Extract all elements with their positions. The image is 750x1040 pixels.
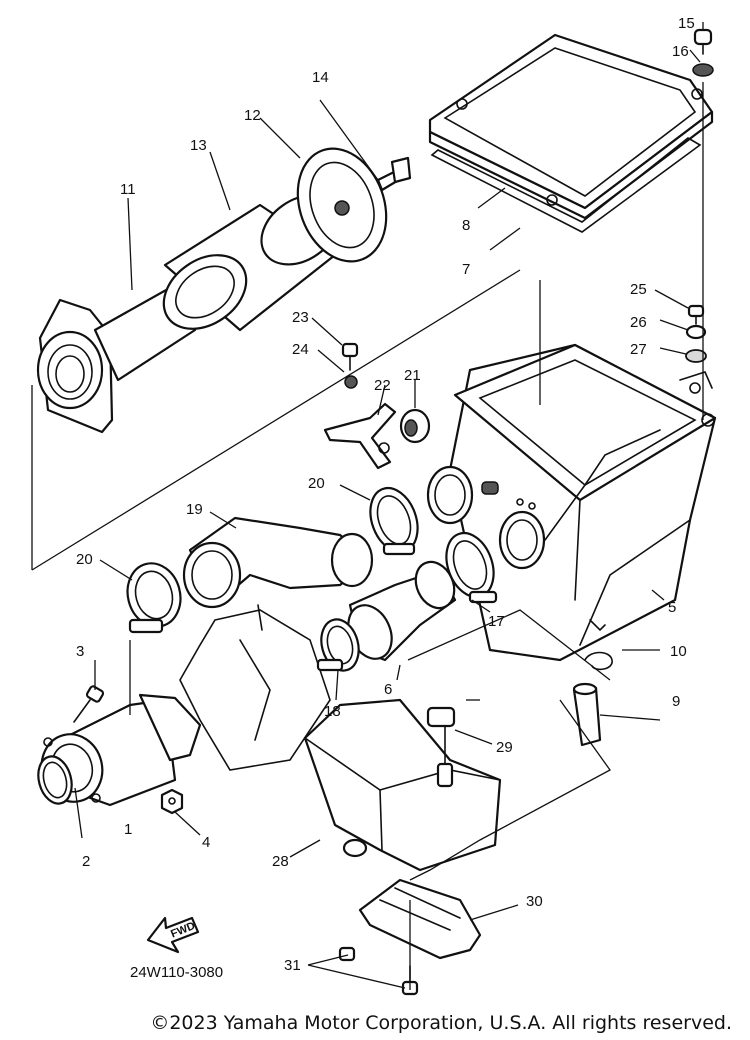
callouts: 1 2 3 4 5 6 7 8 9 10 11 12 13 14 15 16 1… <box>76 15 695 974</box>
callout-24[interactable]: 24 <box>292 341 309 358</box>
callout-7[interactable]: 7 <box>462 261 470 278</box>
callout-27[interactable]: 27 <box>630 341 647 358</box>
bolt-23[interactable] <box>341 342 359 371</box>
callout-18[interactable]: 18 <box>324 703 341 720</box>
callout-6[interactable]: 6 <box>384 681 392 698</box>
filter-cap[interactable] <box>283 136 402 274</box>
hose-clamp-20-right[interactable] <box>362 481 426 558</box>
joint-19[interactable] <box>182 516 374 609</box>
bracket-30[interactable] <box>358 878 482 960</box>
air-box-cover[interactable] <box>428 33 714 220</box>
callout-26[interactable]: 26 <box>630 314 647 331</box>
callout-17[interactable]: 17 <box>488 613 505 630</box>
callout-31[interactable]: 31 <box>284 957 301 974</box>
callout-4[interactable]: 4 <box>202 834 210 851</box>
callout-20-right[interactable]: 20 <box>308 475 325 492</box>
o-ring-2[interactable] <box>33 753 76 808</box>
callout-8[interactable]: 8 <box>462 217 470 234</box>
callout-11[interactable]: 11 <box>120 181 136 198</box>
assembly-lines <box>31 82 704 990</box>
callout-12[interactable]: 12 <box>244 107 261 124</box>
bolt-3[interactable] <box>73 685 105 723</box>
callout-22[interactable]: 22 <box>374 377 391 394</box>
callout-21[interactable]: 21 <box>404 367 421 384</box>
parts-diagram: FWD 24W110-3080 1 2 3 4 5 6 7 8 9 10 11 … <box>31 15 717 996</box>
screw-31a[interactable] <box>338 946 356 962</box>
drain-hose-9[interactable] <box>572 682 602 747</box>
drawing-number: 24W110-3080 <box>130 964 223 981</box>
callout-23[interactable]: 23 <box>292 309 309 326</box>
callout-10[interactable]: 10 <box>670 643 687 660</box>
washer-27[interactable] <box>685 349 707 363</box>
washer-26[interactable] <box>685 324 707 340</box>
air-cleaner-case[interactable] <box>426 343 717 662</box>
callout-13[interactable]: 13 <box>190 137 207 154</box>
forward-arrow-icon: FWD <box>146 916 200 954</box>
callout-15[interactable]: 15 <box>678 15 695 32</box>
callout-25[interactable]: 25 <box>630 281 647 298</box>
cover-gasket[interactable] <box>430 137 702 233</box>
hose-clamp-20-left[interactable] <box>121 557 188 634</box>
bolt-25[interactable] <box>687 304 705 325</box>
callout-9[interactable]: 9 <box>672 693 680 710</box>
washer-24[interactable] <box>344 375 358 389</box>
grommet-21[interactable] <box>399 408 431 444</box>
callout-19[interactable]: 19 <box>186 501 203 518</box>
callout-30[interactable]: 30 <box>526 893 543 910</box>
callout-14[interactable]: 14 <box>312 69 329 86</box>
hose-clamp-17[interactable] <box>438 526 502 604</box>
callout-20-left[interactable]: 20 <box>76 551 93 568</box>
callout-29[interactable]: 29 <box>496 739 513 756</box>
leader-lines <box>74 22 704 989</box>
hose-clamp-18[interactable] <box>316 615 364 675</box>
callout-1[interactable]: 1 <box>124 821 132 838</box>
callout-16[interactable]: 16 <box>672 43 689 60</box>
battery-case-28[interactable] <box>303 698 502 872</box>
holder-29[interactable] <box>426 706 456 788</box>
bracket-22[interactable] <box>323 402 397 470</box>
bolt-15[interactable] <box>693 28 713 55</box>
washer-16[interactable] <box>692 63 714 77</box>
callout-2[interactable]: 2 <box>82 853 90 870</box>
callout-5[interactable]: 5 <box>668 599 676 616</box>
clip-10[interactable] <box>584 651 613 671</box>
wing-bolt[interactable] <box>376 156 412 192</box>
carburetor-outline <box>179 604 331 771</box>
copyright-notice: ©2023 Yamaha Motor Corporation, U.S.A. A… <box>150 1012 732 1034</box>
nut-4[interactable] <box>160 788 184 815</box>
callout-3[interactable]: 3 <box>76 643 84 660</box>
callout-28[interactable]: 28 <box>272 853 289 870</box>
